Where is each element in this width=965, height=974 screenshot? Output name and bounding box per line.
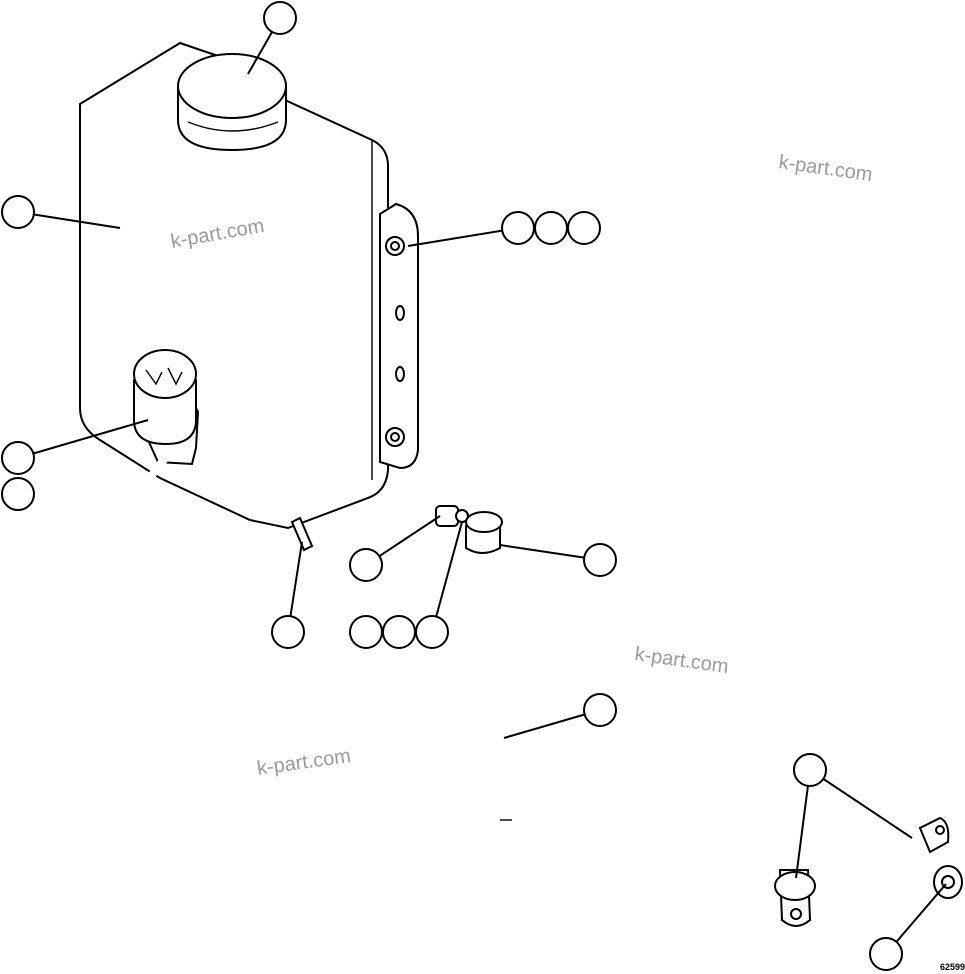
callout-balloons [1,1,903,971]
grommet [465,511,503,554]
drawing-code: 62599 [940,962,965,972]
callout-balloon [534,211,568,245]
callout-balloon [349,548,383,582]
hose-clamp-lower [774,869,816,927]
callout-balloon [869,937,903,971]
callout-balloon [1,477,35,511]
callout-balloon [271,615,305,649]
callout-balloon [793,753,827,787]
callout-balloon [349,615,383,649]
hose-tie [290,516,314,552]
watermark-text: k-part.com [777,151,874,186]
mounting-bracket [379,202,419,470]
leader-lines [17,17,947,955]
callout-balloon [382,615,416,649]
callout-balloon [583,543,617,577]
watermark-text: k-part.com [633,643,730,678]
callout-balloon [567,211,601,245]
washer-hose [111,446,916,917]
hose-clamp-upper [918,816,963,899]
callout-balloon [1,441,35,475]
callout-balloon [501,211,535,245]
check-valve [435,505,469,527]
callout-balloon [583,693,617,727]
callout-balloon [415,615,449,649]
callout-balloon [263,1,297,35]
watermark-text: k-part.com [256,745,353,780]
filler-cap [177,53,287,152]
callout-balloon [1,195,35,229]
